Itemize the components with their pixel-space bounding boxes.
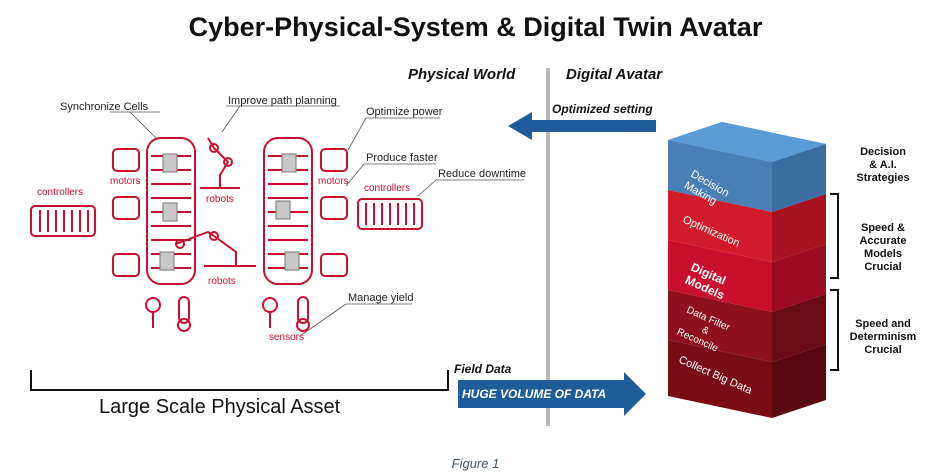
diagram-title: Cyber-Physical-System & Digital Twin Ava…: [188, 12, 763, 42]
label-speed-determinism: Speed and Determinism Crucial: [849, 318, 917, 356]
physical-world-header: Physical World: [408, 66, 516, 83]
label-decision-strategies: Decision & A.I. Strategies: [856, 146, 910, 184]
field-data-label: Field Data: [454, 362, 512, 376]
label-controllers-left: controllers: [37, 187, 84, 198]
label-manage-yield: Manage yield: [348, 292, 414, 304]
sensor-icon-4: [297, 296, 309, 324]
sensor-icon-3: [262, 297, 278, 313]
label-sensors: sensors: [269, 332, 305, 343]
motor-icon-4: [320, 148, 348, 172]
conveyor-left: [146, 137, 196, 285]
digital-avatar-header: Digital Avatar: [566, 66, 663, 83]
label-robots-top: robots: [206, 194, 234, 205]
controller-icon-left: [30, 205, 96, 237]
asset-label: Large Scale Physical Asset: [99, 396, 341, 418]
asset-bracket: [30, 370, 449, 391]
label-robots-bottom: robots: [208, 276, 236, 287]
optimized-setting-arrow: [508, 112, 656, 140]
motor-icon-2: [112, 196, 140, 220]
speed-accurate-bracket: [830, 193, 839, 279]
motor-icon-3: [112, 253, 140, 277]
huge-volume-label: HUGE VOLUME OF DATA: [462, 387, 607, 401]
controller-icon-right: [357, 198, 423, 230]
label-produce-faster: Produce faster: [366, 152, 438, 164]
huge-volume-arrow: [458, 372, 646, 416]
motor-icon-6: [320, 253, 348, 277]
label-improve-path: Improve path planning: [228, 95, 337, 107]
label-reduce-downtime: Reduce downtime: [438, 168, 527, 180]
label-controllers-right: controllers: [364, 183, 411, 194]
sensor-icon-2: [178, 296, 190, 324]
motor-icon-5: [320, 196, 348, 220]
robot-arm-top: [200, 137, 240, 189]
optimized-setting-label: Optimized setting: [552, 102, 653, 116]
label-motors-left: motors: [110, 176, 141, 187]
digital-twin-stack: [668, 122, 826, 418]
motor-icon-1: [112, 148, 140, 172]
figure-caption: Figure 1: [451, 456, 500, 471]
label-optimize-power: Optimize power: [366, 106, 443, 118]
label-motors-right: motors: [318, 176, 349, 187]
world-divider: [546, 68, 550, 426]
robot-arm-bottom: [175, 230, 256, 267]
speed-determinism-bracket: [830, 289, 839, 371]
conveyor-right: [263, 137, 313, 285]
sensor-icon-1: [145, 297, 161, 313]
label-speed-accurate: Speed & Accurate Models Crucial: [859, 222, 907, 273]
label-synchronize: Synchronize Cells: [60, 101, 149, 113]
